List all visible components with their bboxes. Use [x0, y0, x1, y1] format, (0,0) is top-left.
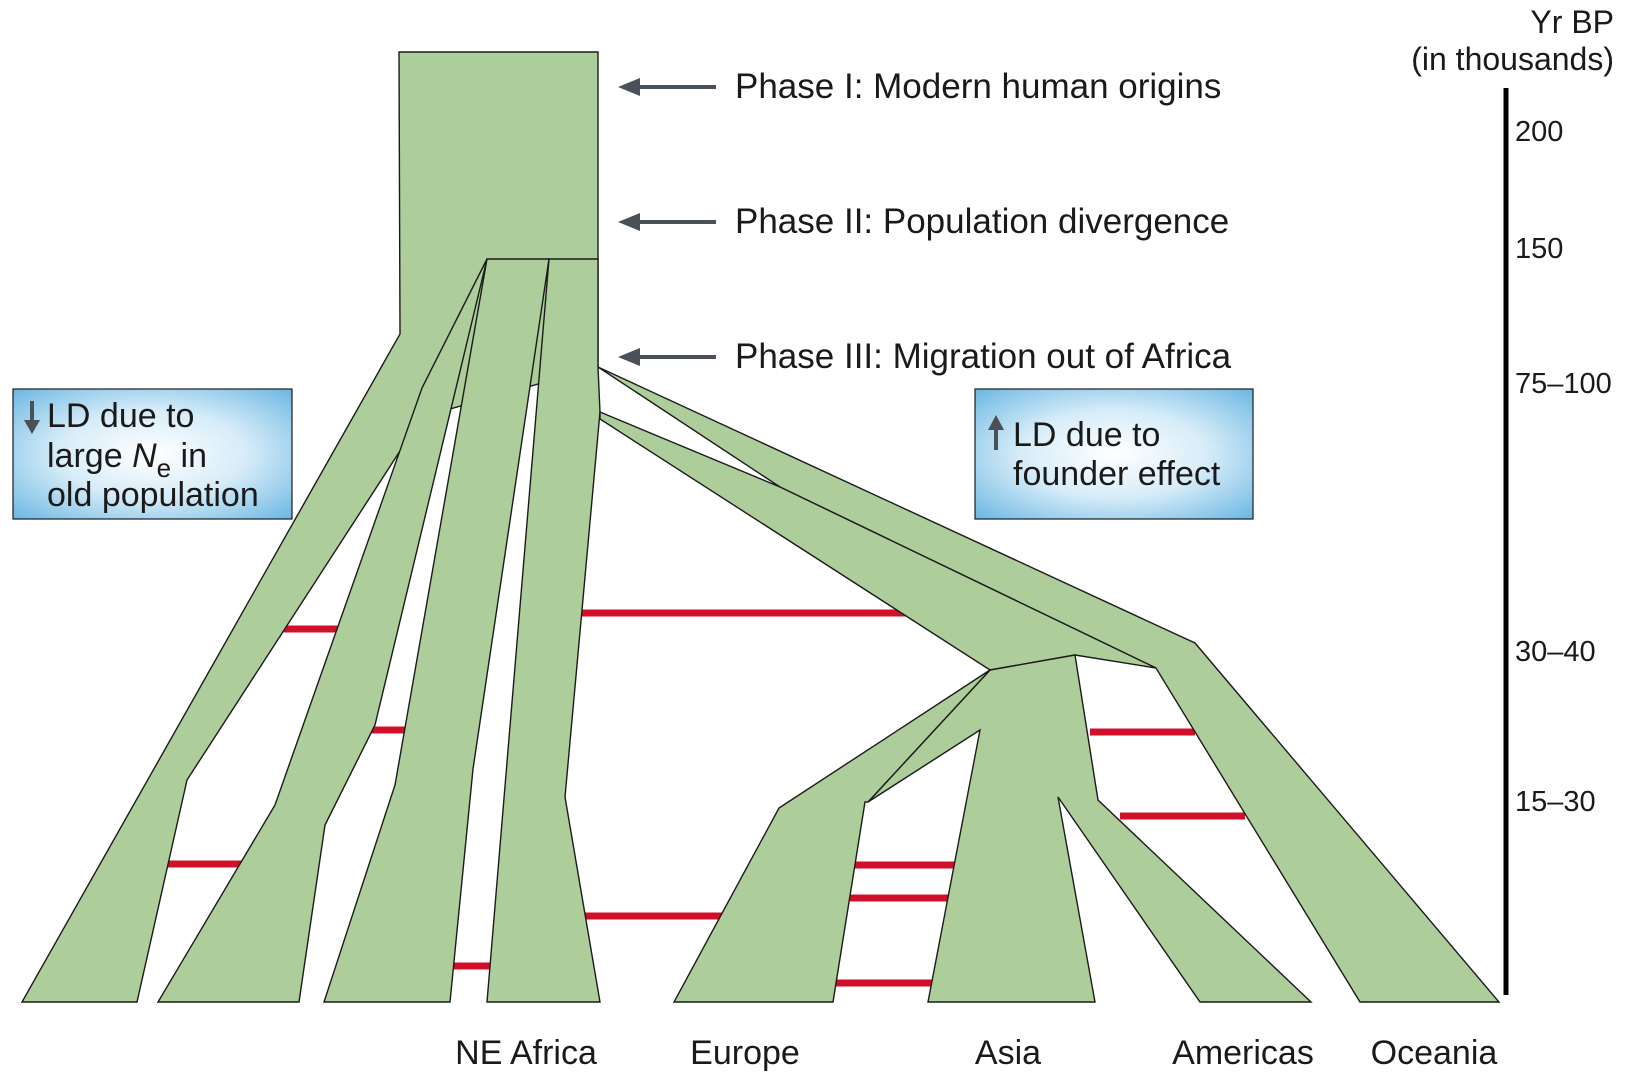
- phase-1-label: Phase I: Modern human origins: [735, 67, 1221, 106]
- migration-lines: [160, 609, 1245, 987]
- phase-1-annotation: Phase I: Modern human origins: [618, 67, 1221, 106]
- tick-label: 150: [1515, 233, 1563, 265]
- phase-2-label: Phase II: Population divergence: [735, 202, 1229, 241]
- tick-label: 75–100: [1515, 368, 1612, 400]
- arrowhead-icon: [618, 213, 640, 231]
- time-axis: Yr BP (in thousands) 200 150 75–100 30–4…: [1411, 4, 1614, 995]
- population-label-oceania: Oceania: [1371, 1034, 1498, 1072]
- tick-label: 15–30: [1515, 786, 1596, 818]
- ld-box-right-line2: founder effect: [1013, 455, 1221, 493]
- up-arrow-icon: [988, 415, 1004, 450]
- population-tree: [20, 51, 1501, 1003]
- europe-branch: [672, 669, 991, 1003]
- axis-title-line2: (in thousands): [1411, 41, 1614, 77]
- axis-title-line1: Yr BP: [1530, 4, 1614, 40]
- tick-label: 200: [1515, 116, 1563, 148]
- africa-branch-2: [156, 258, 488, 1003]
- asia-branch: [867, 654, 1313, 1003]
- ld-founder-effect-box: LD due to founder effect: [974, 388, 1254, 520]
- ld-box-left-line3: old population: [47, 476, 259, 514]
- ld-box-left-line1: LD due to: [47, 397, 194, 435]
- population-label-americas: Americas: [1172, 1034, 1314, 1072]
- ne-africa-branch: [486, 258, 601, 1003]
- down-arrow-icon: [24, 401, 40, 434]
- phase-3-label: Phase III: Migration out of Africa: [735, 337, 1232, 376]
- ld-large-ne-box: LD due to large Ne in old population: [12, 388, 293, 520]
- phase-3-annotation: Phase III: Migration out of Africa: [618, 337, 1232, 376]
- ld-box-left-line2: large Ne in: [47, 437, 207, 483]
- arrowhead-icon: [618, 78, 640, 96]
- population-label-asia: Asia: [975, 1034, 1041, 1072]
- phase-2-annotation: Phase II: Population divergence: [618, 202, 1229, 241]
- population-labels: NE Africa Europe Asia Americas Oceania: [455, 1034, 1497, 1072]
- population-label-europe: Europe: [690, 1034, 800, 1072]
- tick-label: 30–40: [1515, 636, 1596, 668]
- phase-annotations: Phase I: Modern human origins Phase II: …: [618, 67, 1232, 376]
- africa-branch-1: [20, 51, 599, 1003]
- ld-box-right-line1: LD due to: [1013, 416, 1160, 454]
- arrowhead-icon: [618, 348, 640, 366]
- population-label-ne-africa: NE Africa: [455, 1034, 597, 1072]
